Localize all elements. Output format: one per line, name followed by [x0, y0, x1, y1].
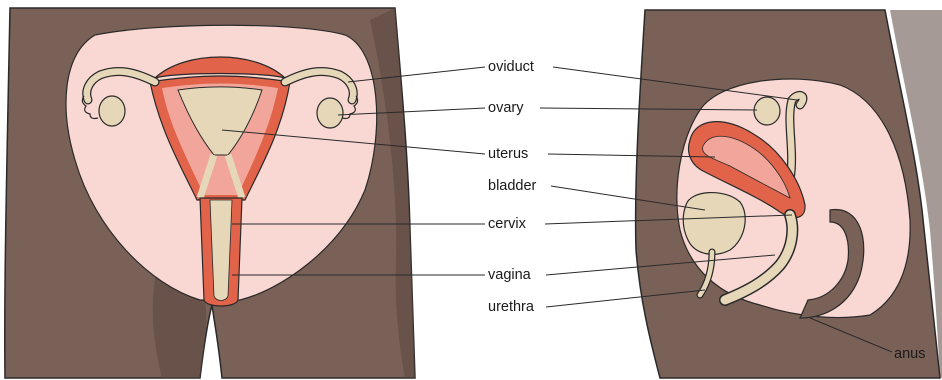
- label-cervix: cervix: [488, 215, 526, 233]
- side-ovary: [754, 97, 780, 125]
- front-left-ovary: [99, 96, 125, 126]
- label-uterus: uterus: [488, 145, 528, 163]
- label-bladder: bladder: [488, 177, 536, 195]
- front-view: [5, 8, 415, 378]
- label-urethra: urethra: [488, 298, 534, 316]
- label-anus: anus: [894, 345, 925, 363]
- side-view: [636, 10, 942, 378]
- label-vagina: vagina: [488, 266, 531, 284]
- label-ovary: ovary: [488, 99, 523, 117]
- front-vagina-canal: [210, 200, 232, 301]
- label-oviduct: oviduct: [488, 58, 534, 76]
- side-bladder: [683, 193, 745, 255]
- front-right-ovary: [317, 98, 343, 128]
